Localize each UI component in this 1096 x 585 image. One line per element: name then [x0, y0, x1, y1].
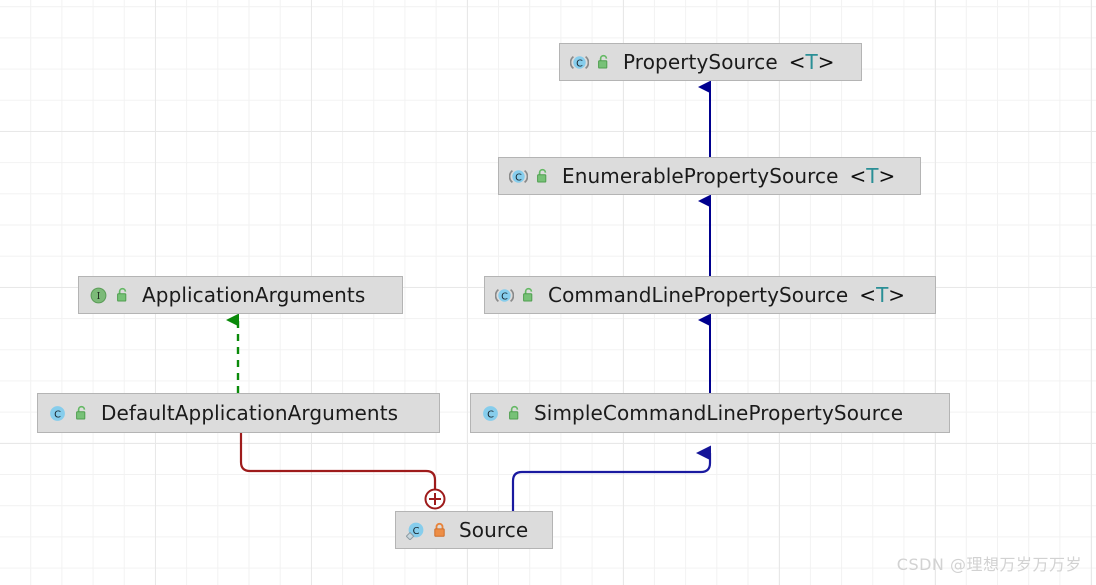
unlocked-padlock-icon [536, 168, 549, 184]
interface-icon: I [89, 286, 108, 305]
node-label: Source [459, 518, 529, 542]
node-label: DefaultApplicationArguments [101, 401, 399, 425]
class-node-source[interactable]: C Source [395, 511, 553, 549]
node-generic-parameter: <T> [849, 164, 896, 188]
node-label: PropertySource [623, 50, 778, 74]
node-generic-parameter: <T> [859, 283, 906, 307]
inner-class-icon: C [405, 521, 425, 541]
node-icons-application-arguments: I [89, 286, 129, 305]
node-icons-enumerable-property-source: C [508, 167, 549, 186]
svg-text:C: C [515, 172, 522, 183]
node-icons-command-line-property-source: C [494, 286, 535, 305]
class-node-simple-command-line-property-source[interactable]: C SimpleCommandLinePropertySource [470, 393, 950, 433]
unlocked-padlock-icon [116, 287, 129, 303]
node-label: CommandLinePropertySource [548, 283, 849, 307]
node-icons-property-source: C [569, 53, 610, 72]
csdn-watermark: CSDN @理想万岁万万岁 [896, 555, 1082, 574]
node-icons-source: C [405, 521, 446, 541]
class-node-enumerable-property-source[interactable]: C EnumerablePropertySource <T> [498, 157, 921, 195]
node-label: ApplicationArguments [142, 283, 366, 307]
unlocked-padlock-icon [597, 54, 610, 70]
class-icon: C [48, 404, 67, 423]
class-node-command-line-property-source[interactable]: C CommandLinePropertySource <T> [484, 276, 936, 314]
abstract-class-icon: C [494, 286, 515, 305]
node-icons-default-application-arguments: C [48, 404, 88, 423]
class-node-property-source[interactable]: C PropertySource <T> [559, 43, 862, 81]
svg-text:C: C [413, 525, 420, 536]
svg-text:C: C [576, 58, 583, 69]
svg-text:I: I [97, 291, 101, 302]
interface-node-application-arguments[interactable]: I ApplicationArguments [78, 276, 403, 314]
abstract-class-icon: C [508, 167, 529, 186]
node-generic-parameter: <T> [788, 50, 835, 74]
node-label: SimpleCommandLinePropertySource [534, 401, 904, 425]
svg-text:C: C [487, 409, 494, 420]
unlocked-padlock-icon [522, 287, 535, 303]
class-icon: C [481, 404, 500, 423]
node-label: EnumerablePropertySource [562, 164, 839, 188]
node-icons-simple-command-line-property-source: C [481, 404, 521, 423]
svg-text:C: C [54, 409, 61, 420]
edge-source-to-simple [511, 445, 712, 511]
unlocked-padlock-icon [75, 405, 88, 421]
unlocked-padlock-icon [508, 405, 521, 421]
svg-text:C: C [501, 291, 508, 302]
locked-padlock-icon [433, 522, 446, 538]
abstract-class-icon: C [569, 53, 590, 72]
class-node-default-application-arguments[interactable]: C DefaultApplicationArguments [37, 393, 440, 433]
edge-default-to-source [239, 433, 446, 510]
